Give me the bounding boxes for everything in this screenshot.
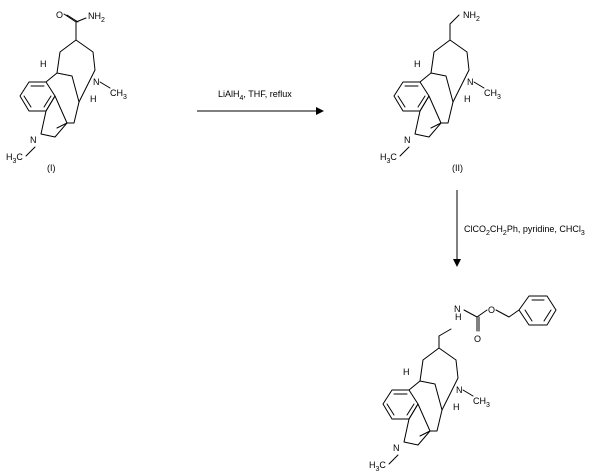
indole-nitrogen-iii: N (393, 443, 400, 453)
stereo-h-right-ii: H (464, 94, 471, 104)
carbamate-n: N (454, 304, 461, 314)
stereo-h-left-ii: H (414, 59, 421, 69)
carbamate-nh: H (455, 312, 462, 322)
aminomethyl-nh2: NH2 (463, 10, 480, 23)
indole-methyl-label-ii: H3C (380, 152, 397, 165)
step1-reagents: LiAlH4, THF, reflux (218, 89, 292, 102)
indole-nitrogen-ii: N (404, 135, 411, 145)
indole-nitrogen: N (30, 135, 37, 145)
compound-i-structure: O NH2 N CH3 N H3C H H (6, 10, 127, 165)
n-methyl-label-ii: CH3 (484, 88, 501, 101)
stereo-h-right-iii: H (453, 402, 460, 412)
indole-methyl-label: H3C (6, 152, 23, 165)
reaction-arrow-1 (197, 107, 324, 115)
n-methyl-label-iii: CH3 (473, 396, 490, 409)
compound-i-label: (I) (47, 163, 56, 173)
carbamate-carbonyl-o: O (474, 334, 481, 344)
piperidine-nitrogen-ii: N (467, 77, 474, 87)
n-methyl-label: CH3 (110, 88, 127, 101)
compound-ii-label: (II) (452, 163, 463, 173)
stereo-h-left: H (40, 59, 47, 69)
step2-reagents: ClCO2CH2Ph, pyridine, CHCl3 (464, 224, 585, 237)
stereo-h-left-iii: H (403, 367, 410, 377)
piperidine-nitrogen: N (93, 77, 100, 87)
compound-iii-structure: H N O O N CH3 N H3C H H (369, 295, 557, 471)
amide-nh2: NH2 (88, 11, 105, 24)
indole-methyl-label-iii: H3C (369, 460, 386, 471)
piperidine-nitrogen-iii: N (456, 385, 463, 395)
reaction-arrow-2 (453, 190, 461, 267)
carbamate-ester-o: O (488, 305, 495, 315)
stereo-h-right: H (90, 94, 97, 104)
compound-ii-structure: NH2 N CH3 N H3C H H (380, 10, 501, 165)
amide-oxygen: O (56, 10, 63, 20)
